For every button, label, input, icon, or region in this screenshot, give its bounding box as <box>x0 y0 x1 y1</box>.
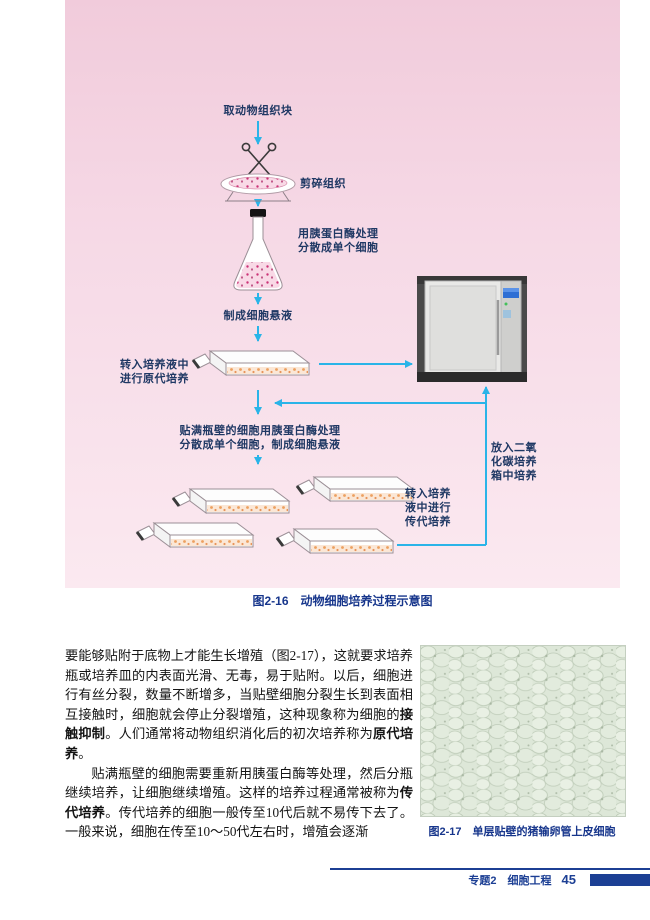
culture-flask-2 <box>171 487 291 515</box>
co2-incubator-photo <box>417 276 527 382</box>
culture-flask-primary <box>191 349 311 377</box>
footer-section-title: 专题2 细胞工程 <box>468 875 552 887</box>
label-take-tissue: 取动物组织块 <box>223 105 293 117</box>
footer-page-number: 45 <box>561 872 576 887</box>
body-text: 要能够贴附于底物上才能生长增殖（图2-17），这就要求培养瓶或培养皿的内表面光滑… <box>65 646 413 842</box>
figure-2-17-caption: 图2-17 单层贴壁的猪输卵管上皮细胞 <box>428 826 616 838</box>
footer-accent-bar <box>590 874 650 886</box>
culture-flask-1 <box>295 475 415 503</box>
cell-culture-flow-diagram <box>135 121 527 555</box>
figure-2-17-photo <box>420 645 626 817</box>
epithelial-cells-image <box>421 646 625 816</box>
paragraph-1: 要能够贴附于底物上才能生长增殖（图2-17），这就要求培养瓶或培养皿的内表面光滑… <box>65 648 414 761</box>
label-mince: 剪碎组织 <box>300 178 346 190</box>
label-primary-culture: 转入培养液中 进行原代培养 <box>120 359 189 385</box>
scissors-icon <box>241 142 277 176</box>
footer: 专题2 细胞工程 45 <box>468 873 576 888</box>
figure-2-16-diagram: 取动物组织块 剪碎组织 用胰蛋白酶处理 分散成单个细胞 制成细胞悬液 转入培养液… <box>65 0 620 588</box>
culture-flask-3 <box>275 527 395 555</box>
figure-2-16-caption: 图2-16 动物细胞培养过程示意图 <box>252 594 433 608</box>
label-reprocess: 贴满瓶壁的细胞用胰蛋白酶处理 分散成单个细胞，制成细胞悬液 <box>179 425 341 451</box>
label-incubate: 放入二氧 化碳培养 箱中培养 <box>491 442 537 482</box>
culture-flask-4 <box>135 521 255 549</box>
erlenmeyer-flask <box>233 209 283 291</box>
flow-arrows <box>254 121 490 546</box>
label-trypsin: 用胰蛋白酶处理 分散成单个细胞 <box>298 228 379 254</box>
footer-rule <box>330 868 650 870</box>
petri-dish <box>220 173 296 202</box>
label-subculture: 转入培养 液中进行 传代培养 <box>405 488 451 528</box>
label-suspension: 制成细胞悬液 <box>223 310 293 322</box>
paragraph-2: 贴满瓶壁的细胞需要重新用胰蛋白酶等处理，然后分瓶继续培养，让细胞继续增殖。这样的… <box>65 765 414 840</box>
